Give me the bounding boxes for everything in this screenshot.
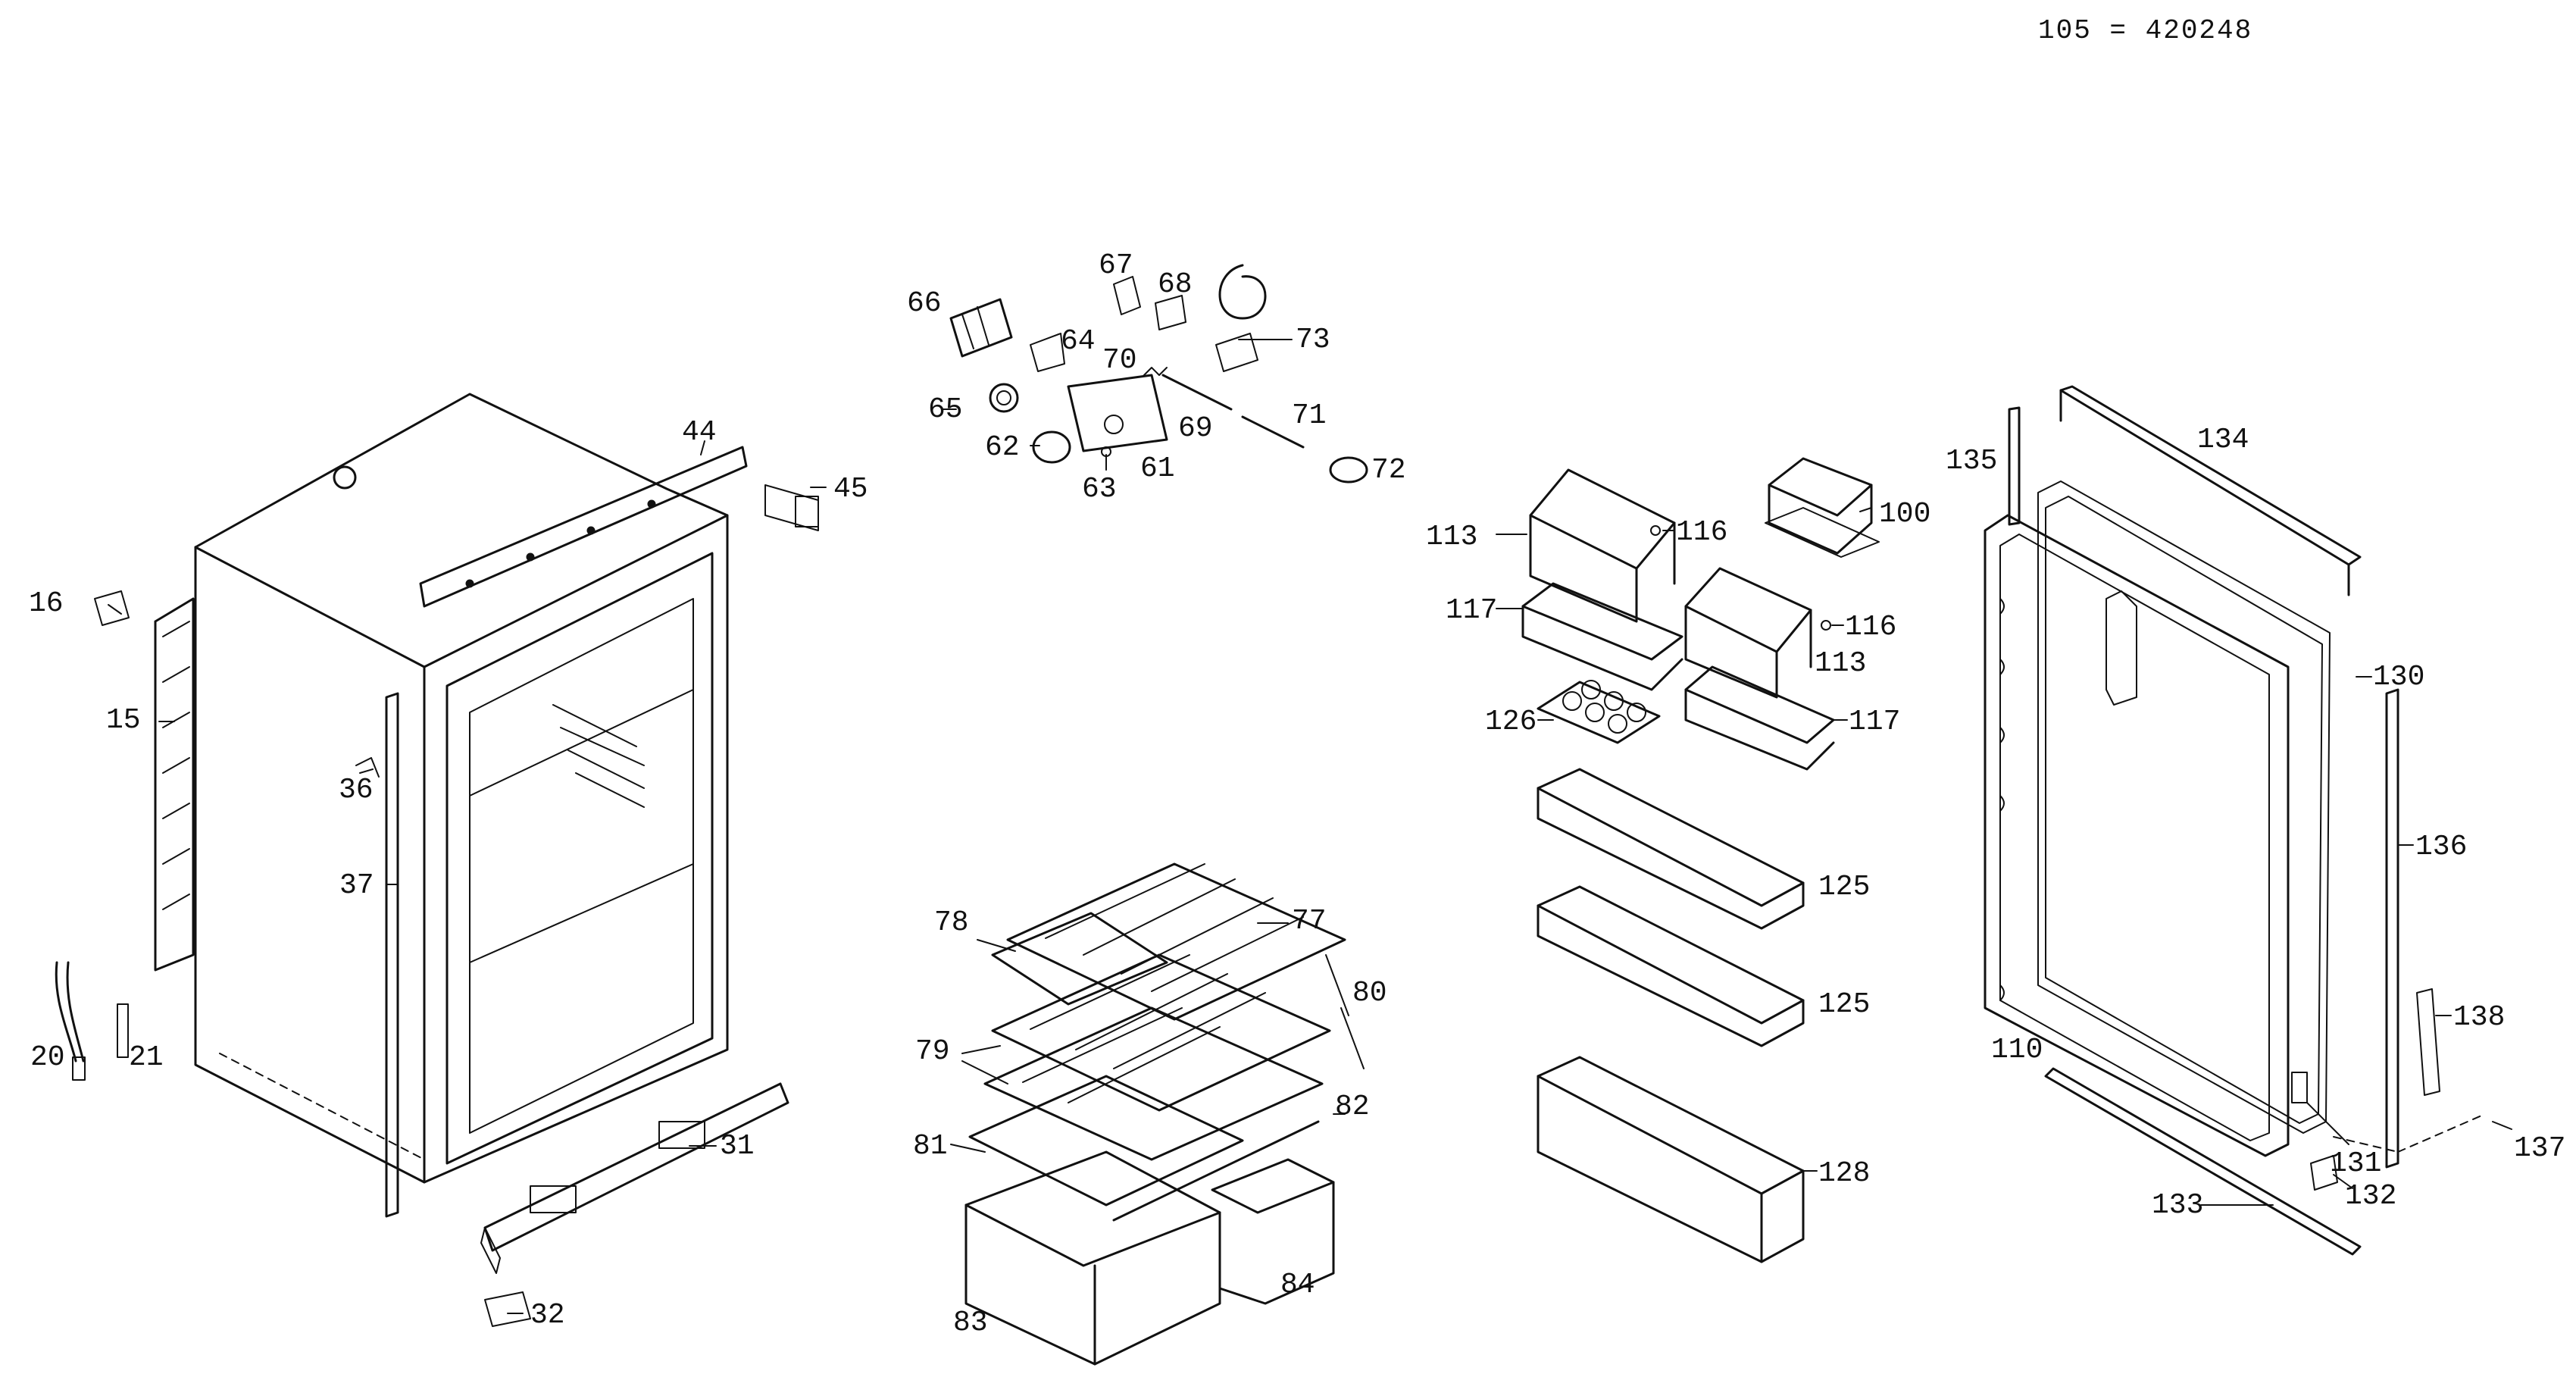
label-128: 128	[1818, 1157, 1870, 1190]
label-116-lower: 116	[1845, 611, 1896, 643]
label-126: 126	[1485, 706, 1537, 738]
sensor-wire	[55, 961, 86, 1081]
label-113-lower: 113	[1815, 647, 1866, 680]
label-79: 79	[915, 1035, 950, 1068]
label-77: 77	[1292, 905, 1327, 937]
label-63: 63	[1082, 473, 1117, 505]
label-67: 67	[1099, 249, 1133, 282]
label-125-lower: 125	[1818, 988, 1870, 1021]
top-rail	[419, 446, 748, 608]
label-137: 137	[2514, 1132, 2565, 1165]
label-100: 100	[1879, 498, 1930, 531]
side-strip	[385, 692, 399, 1218]
label-45: 45	[833, 473, 868, 505]
label-134: 134	[2197, 424, 2249, 456]
thermostat-assembly	[949, 264, 1368, 484]
label-135: 135	[1946, 445, 1997, 477]
label-117-upper: 117	[1446, 594, 1497, 627]
label-83: 83	[953, 1307, 988, 1339]
label-72: 72	[1371, 454, 1406, 487]
label-36: 36	[339, 774, 374, 806]
label-71: 71	[1292, 399, 1327, 432]
hinge-bracket	[764, 484, 819, 531]
label-117-lower: 117	[1849, 706, 1900, 738]
label-32: 32	[530, 1299, 565, 1332]
label-37: 37	[339, 869, 374, 902]
leader-lines	[108, 339, 2452, 1314]
label-110: 110	[1991, 1034, 2043, 1066]
door-bins	[1521, 457, 1880, 1263]
door-assembly	[1984, 385, 2512, 1256]
label-133: 133	[2152, 1189, 2203, 1222]
clip-part	[355, 757, 380, 778]
label-68: 68	[1158, 268, 1193, 301]
label-116-upper: 116	[1676, 516, 1727, 549]
crisper-drawers	[964, 1150, 1335, 1366]
bottom-rail	[480, 1082, 789, 1274]
part-labels: 15 16 20 21 31 32 36 37 44 45 61 62 63 6…	[29, 249, 2565, 1339]
label-131: 131	[2330, 1147, 2381, 1180]
label-16: 16	[29, 587, 64, 620]
cabinet-body	[194, 393, 729, 1184]
label-136: 136	[2415, 831, 2467, 863]
plug-part	[94, 590, 130, 626]
label-132: 132	[2345, 1180, 2396, 1213]
wire-shelves	[968, 862, 1365, 1222]
label-69: 69	[1178, 412, 1213, 445]
label-138: 138	[2453, 1001, 2505, 1034]
label-125-upper: 125	[1818, 871, 1870, 903]
label-20: 20	[30, 1041, 65, 1074]
label-78: 78	[934, 906, 969, 939]
label-80: 80	[1352, 977, 1387, 1009]
label-84: 84	[1280, 1269, 1315, 1301]
label-31: 31	[720, 1130, 755, 1163]
pin-part	[117, 1003, 129, 1058]
small-block	[484, 1291, 531, 1327]
label-73: 73	[1296, 324, 1330, 356]
label-70: 70	[1102, 344, 1137, 377]
label-65: 65	[928, 393, 963, 426]
label-61: 61	[1140, 452, 1175, 485]
label-66: 66	[907, 287, 942, 320]
label-64: 64	[1061, 325, 1096, 358]
label-82: 82	[1335, 1091, 1370, 1123]
label-130: 130	[2373, 661, 2424, 693]
part-code-header: 105 = 420248	[2038, 15, 2252, 46]
label-15: 15	[106, 704, 141, 737]
label-62: 62	[985, 431, 1020, 464]
label-21: 21	[129, 1041, 164, 1074]
label-113-upper: 113	[1426, 521, 1477, 553]
label-44: 44	[682, 416, 717, 449]
condenser-coil	[154, 597, 195, 972]
label-81: 81	[913, 1130, 948, 1163]
